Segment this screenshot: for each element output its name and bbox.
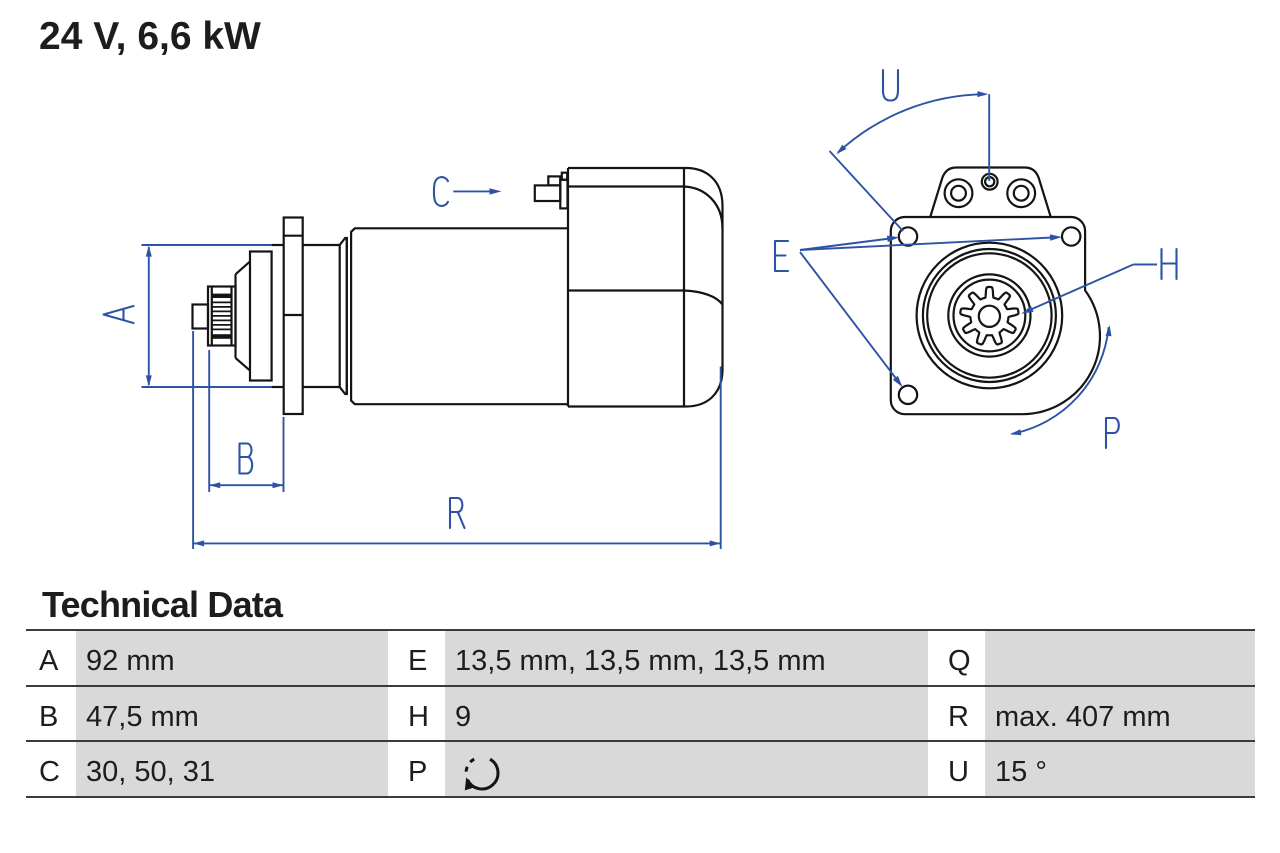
shaft-stub <box>191 303 210 330</box>
rotation-clockwise-icon <box>464 755 500 791</box>
bolt-hole-bottom-left <box>897 384 919 406</box>
drive-end-ring <box>248 250 273 382</box>
row-label: U <box>928 742 985 796</box>
front-view-dimensions <box>773 68 1178 450</box>
technical-data-table: A 92 mm E 13,5 mm, 13,5 mm, 13,5 mm Q B … <box>26 629 1255 798</box>
row-value: 47,5 mm <box>76 686 388 740</box>
dim-label-p <box>1104 416 1120 450</box>
row-value: 30, 50, 31 <box>76 742 388 796</box>
table-row: B 47,5 mm H 9 R max. 407 mm <box>26 686 1255 742</box>
front-view <box>889 166 1102 416</box>
dim-label-e <box>773 239 790 273</box>
dimension-h <box>1021 247 1178 314</box>
bolt-hole-top-right <box>1060 226 1082 247</box>
row-value: 9 <box>445 686 928 740</box>
row-value <box>985 631 1255 685</box>
row-label: C <box>26 742 76 796</box>
side-view-dimensions <box>102 176 722 549</box>
dimension-a <box>102 244 272 388</box>
dimension-r <box>192 331 722 549</box>
dim-label-r <box>448 496 466 530</box>
table-row: C 30, 50, 31 P U 15 ° <box>26 742 1255 796</box>
row-label: E <box>388 631 445 685</box>
pinion-gear <box>959 285 1020 346</box>
dimension-p <box>1010 325 1120 450</box>
dim-label-c <box>432 176 450 207</box>
row-value <box>445 742 928 796</box>
dimension-u <box>828 68 991 232</box>
row-label: H <box>388 686 445 740</box>
table-row: A 92 mm E 13,5 mm, 13,5 mm, 13,5 mm Q <box>26 631 1255 687</box>
mounting-flange <box>282 216 304 416</box>
row-label: P <box>388 742 445 796</box>
dim-label-a <box>102 304 135 325</box>
dim-label-u <box>881 68 900 102</box>
drive-housing-cone <box>234 260 251 372</box>
housing-collar <box>271 243 341 389</box>
bearing-rings <box>915 241 1064 390</box>
terminal-studs <box>533 171 569 210</box>
rear-block <box>566 166 724 408</box>
bolt-hole-top-left <box>897 226 919 247</box>
row-label: Q <box>928 631 985 685</box>
dimension-b <box>208 350 285 492</box>
dimension-e <box>773 234 1062 388</box>
row-value: 92 mm <box>76 631 388 685</box>
dimension-c <box>432 176 502 207</box>
side-view <box>191 166 724 416</box>
pinion <box>206 285 237 347</box>
row-label: A <box>26 631 76 685</box>
row-label: B <box>26 686 76 740</box>
row-value: max. 407 mm <box>985 686 1255 740</box>
dim-label-b <box>238 442 254 475</box>
row-label: R <box>928 686 985 740</box>
technical-drawing <box>102 68 1178 549</box>
page-title: 24 V, 6,6 kW <box>39 15 261 58</box>
drive-end-flange <box>889 215 1102 416</box>
top-bracket <box>929 166 1052 217</box>
dim-label-h <box>1160 247 1178 281</box>
table-heading: Technical Data <box>42 584 283 625</box>
motor-body <box>350 227 568 406</box>
body-front-ring <box>338 236 348 396</box>
row-value: 13,5 mm, 13,5 mm, 13,5 mm <box>445 631 928 685</box>
row-value: 15 ° <box>985 742 1255 796</box>
